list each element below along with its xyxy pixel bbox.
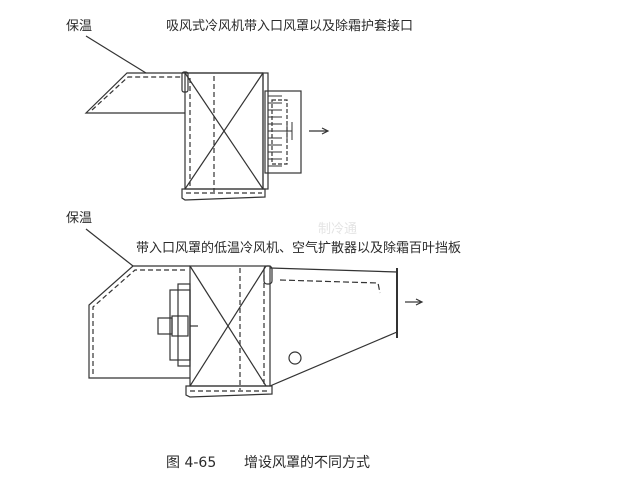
drip-tray-top (181, 188, 266, 201)
figure-caption: 增设风罩的不同方式 (244, 455, 370, 471)
low-temp-cooler-diagram (85, 228, 424, 398)
airflow-arrow-top (309, 127, 330, 135)
defrost-sleeve-connector (264, 90, 302, 174)
figure-number: 图 4-65 (166, 455, 217, 471)
insulation-leader-line-bottom (85, 228, 134, 267)
inlet-hood-top (84, 72, 263, 114)
diagram-title-top: 吸风式冷风机带入口风罩以及除霜护套接口 (166, 19, 414, 34)
insulation-dashed-top (91, 76, 182, 111)
defrost-louver-dashed (279, 279, 381, 294)
suction-cooler-diagram (84, 35, 330, 201)
drain-hole-icon (288, 351, 302, 365)
airflow-arrow-bottom (405, 298, 424, 306)
diagram-title-bottom: 带入口风罩的低温冷风机、空气扩散器以及除霜百叶挡板 (136, 241, 462, 256)
insulation-label-top: 保温 (66, 19, 93, 34)
drip-tray-bottom (185, 385, 273, 398)
inlet-hood-bottom (88, 265, 190, 379)
watermark: 制冷通 (318, 222, 358, 237)
fan-motor-icon (157, 283, 198, 367)
insulation-label-bottom: 保温 (66, 211, 93, 226)
insulation-leader-line-top (85, 35, 147, 74)
insulation-dashed-bottom (92, 269, 185, 374)
